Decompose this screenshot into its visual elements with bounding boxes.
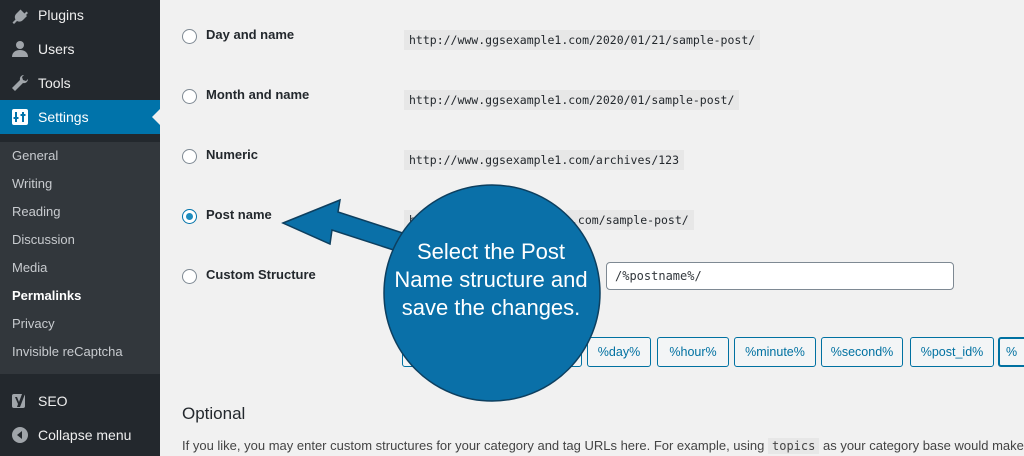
callout-text: Select the Post Name structure and save … xyxy=(394,239,588,320)
description-text-end: as your category base would make xyxy=(822,438,1024,453)
radio-month-and-name[interactable] xyxy=(182,89,197,104)
submenu-permalinks[interactable]: Permalinks xyxy=(12,288,82,303)
tag-button-minute[interactable]: %minute% xyxy=(734,337,816,367)
tag-button-post-id[interactable]: %post_id% xyxy=(910,337,994,367)
tag-button-day[interactable]: %day% xyxy=(587,337,651,367)
users-icon xyxy=(10,39,30,59)
menu-users[interactable]: Users xyxy=(0,32,160,66)
tools-icon xyxy=(10,73,30,93)
plugins-icon xyxy=(10,5,30,25)
menu-plugins[interactable]: Plugins xyxy=(0,0,160,32)
tag-button-second[interactable]: %second% xyxy=(821,337,903,367)
option-label: Numeric xyxy=(206,147,259,162)
menu-users-label: Users xyxy=(38,41,75,57)
tag-button-partial[interactable]: % xyxy=(998,337,1024,367)
collapse-menu-button[interactable]: Collapse menu xyxy=(0,418,160,452)
settings-submenu: General Writing Reading Discussion Media… xyxy=(0,142,160,374)
menu-tools[interactable]: Tools xyxy=(0,66,160,100)
optional-heading: Optional xyxy=(182,404,246,423)
radio-numeric[interactable] xyxy=(182,149,197,164)
tag-button-hour[interactable]: %hour% xyxy=(657,337,729,367)
active-menu-indicator xyxy=(152,109,160,125)
menu-settings[interactable]: Settings xyxy=(0,100,160,134)
yoast-seo-icon xyxy=(10,391,30,411)
custom-structure-input[interactable] xyxy=(606,262,954,290)
menu-tools-label: Tools xyxy=(38,75,71,91)
description-code: topics xyxy=(768,438,820,454)
menu-seo-label: SEO xyxy=(38,393,68,409)
menu-settings-label: Settings xyxy=(38,109,89,125)
option-label: Month and name xyxy=(206,87,310,102)
option-label: Post name xyxy=(206,207,272,222)
submenu-general[interactable]: General xyxy=(12,148,59,163)
menu-plugins-label: Plugins xyxy=(38,7,84,23)
callout-circle xyxy=(383,184,601,402)
admin-sidebar: Plugins Users Tools Settings General Wri… xyxy=(0,0,160,456)
description-text: If you like, you may enter custom struct… xyxy=(182,438,765,453)
submenu-discussion[interactable]: Discussion xyxy=(12,232,75,247)
settings-icon xyxy=(10,107,30,127)
collapse-menu-label: Collapse menu xyxy=(38,427,132,443)
example-url: http://www.ggsexample1.com/2020/01/21/sa… xyxy=(404,30,761,50)
radio-post-name[interactable] xyxy=(182,209,197,224)
submenu-reading[interactable]: Reading xyxy=(12,204,61,219)
submenu-invisible-recaptcha[interactable]: Invisible reCaptcha xyxy=(12,344,123,359)
submenu-media[interactable]: Media xyxy=(12,260,48,275)
example-url: http://www.ggsexample1.com/archives/123 xyxy=(404,150,685,170)
submenu-writing[interactable]: Writing xyxy=(12,176,53,191)
option-label: Custom Structure xyxy=(206,267,316,282)
radio-day-and-name[interactable] xyxy=(182,29,197,44)
menu-seo[interactable]: SEO xyxy=(0,384,160,418)
option-label: Day and name xyxy=(206,27,295,42)
example-url-end: .com/sample-post/ xyxy=(566,210,694,230)
collapse-arrow-icon xyxy=(10,425,30,445)
submenu-privacy[interactable]: Privacy xyxy=(12,316,55,331)
radio-custom-structure[interactable] xyxy=(182,269,197,284)
example-url: http://www.ggsexample1.com/2020/01/sampl… xyxy=(404,90,740,110)
optional-description: If you like, you may enter custom struct… xyxy=(182,438,1024,454)
